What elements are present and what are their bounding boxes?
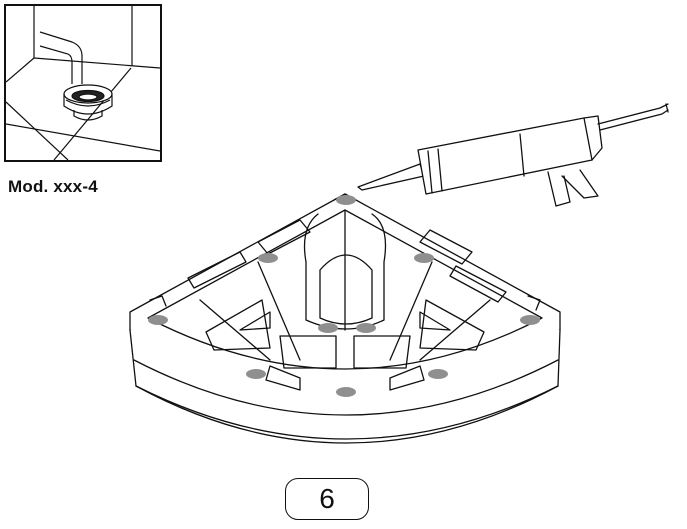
detail-inset bbox=[4, 4, 162, 162]
caulking-gun-icon bbox=[357, 103, 669, 207]
model-caption: Mod. xxx-4 bbox=[8, 177, 98, 196]
step-number: 6 bbox=[319, 483, 335, 514]
step-number-badge: 6 bbox=[285, 478, 369, 520]
sealant-dots bbox=[148, 195, 540, 397]
drain-fitting-icon bbox=[6, 6, 160, 160]
